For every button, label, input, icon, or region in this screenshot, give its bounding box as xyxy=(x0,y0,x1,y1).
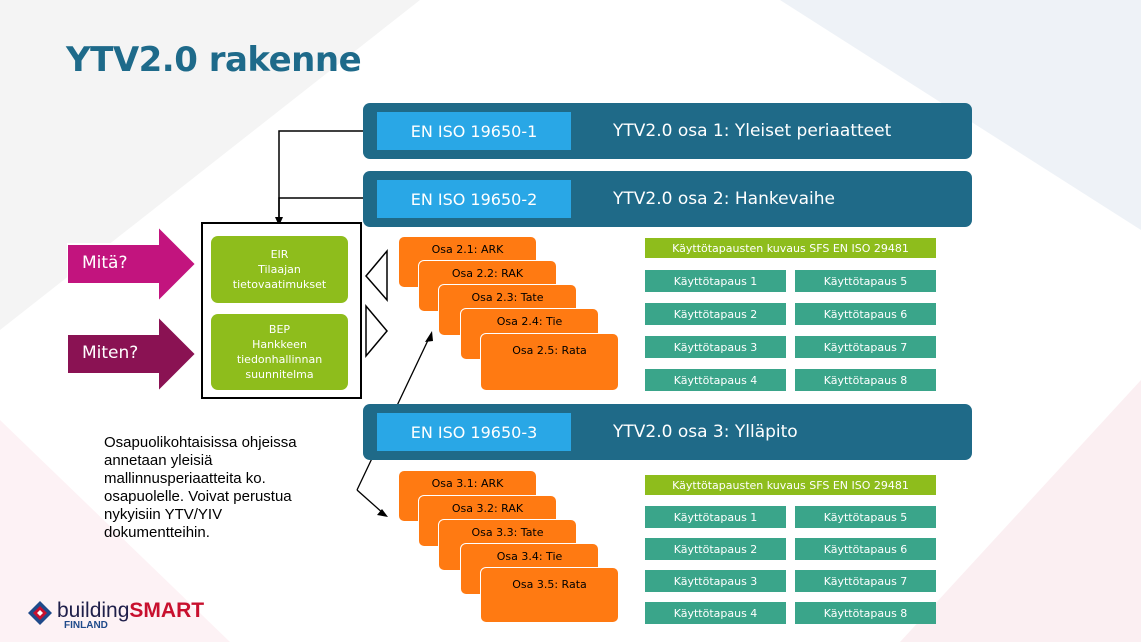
use-case-item: Käyttötapaus 4 xyxy=(645,369,786,391)
eir-line: tietovaatimukset xyxy=(232,278,327,291)
eir-box: EIR Tilaajan tietovaatimukset xyxy=(211,236,348,303)
band-label: YTV2.0 osa 1: Yleiset periaatteet xyxy=(613,121,892,141)
band-label: YTV2.0 osa 2: Hankevaihe xyxy=(613,189,835,209)
use-case-item: Käyttötapaus 8 xyxy=(795,602,936,624)
triangle-left-icon xyxy=(365,248,388,302)
iso-label: EN ISO 19650-1 xyxy=(377,112,571,150)
eir-title: EIR xyxy=(270,248,289,261)
part-card: Osa 2.5: Rata xyxy=(480,333,619,391)
use-case-item: Käyttötapaus 6 xyxy=(795,538,936,560)
arrow-right-icon xyxy=(66,313,198,395)
information-requirements-frame: EIR Tilaajan tietovaatimukset BEP Hankke… xyxy=(201,222,362,399)
bep-box: BEP Hankkeen tiedonhallinnan suunnitelma xyxy=(211,314,348,390)
bep-title: BEP xyxy=(268,323,291,336)
use-case-item: Käyttötapaus 1 xyxy=(645,506,786,528)
use-case-header: Käyttötapausten kuvaus SFS EN ISO 29481 xyxy=(645,238,936,258)
eir-line: Tilaajan xyxy=(258,263,301,276)
band-part-3: EN ISO 19650-3 YTV2.0 osa 3: Ylläpito xyxy=(363,404,972,460)
band-label: YTV2.0 osa 3: Ylläpito xyxy=(613,422,798,442)
arrow-label: Miten? xyxy=(82,343,139,363)
page-title: YTV2.0 rakenne xyxy=(66,40,362,80)
use-case-item: Käyttötapaus 2 xyxy=(645,538,786,560)
explanatory-note: Osapuolikohtaisissa ohjeissa annetaan yl… xyxy=(104,434,297,541)
arrow-right-icon xyxy=(66,223,198,305)
bep-line: Hankkeen xyxy=(252,338,307,351)
use-case-item: Käyttötapaus 7 xyxy=(795,336,936,358)
use-case-item: Käyttötapaus 7 xyxy=(795,570,936,592)
logo-subtitle: FINLAND xyxy=(64,620,108,631)
use-case-item: Käyttötapaus 6 xyxy=(795,303,936,325)
logo-text-light: building xyxy=(57,599,130,622)
logo-text-strong: SMART xyxy=(129,599,205,622)
logo-wordmark: buildingSMART xyxy=(57,600,204,621)
iso-label: EN ISO 19650-3 xyxy=(377,413,571,451)
bep-line: suunnitelma xyxy=(245,368,314,381)
use-case-item: Käyttötapaus 3 xyxy=(645,570,786,592)
buildingsmart-logo-icon xyxy=(28,601,52,625)
use-case-header: Käyttötapausten kuvaus SFS EN ISO 29481 xyxy=(645,475,936,495)
part-card: Osa 3.5: Rata xyxy=(480,567,619,623)
arrow-miten: Miten? xyxy=(66,313,198,395)
iso-label: EN ISO 19650-2 xyxy=(377,180,571,218)
use-case-item: Käyttötapaus 4 xyxy=(645,602,786,624)
use-case-item: Käyttötapaus 8 xyxy=(795,369,936,391)
use-case-item: Käyttötapaus 1 xyxy=(645,270,786,292)
triangle-right-icon xyxy=(365,303,388,359)
arrow-label: Mitä? xyxy=(82,253,128,273)
use-case-item: Käyttötapaus 5 xyxy=(795,270,936,292)
use-case-item: Käyttötapaus 3 xyxy=(645,336,786,358)
use-case-item: Käyttötapaus 5 xyxy=(795,506,936,528)
band-part-1: EN ISO 19650-1 YTV2.0 osa 1: Yleiset per… xyxy=(363,103,972,159)
use-case-item: Käyttötapaus 2 xyxy=(645,303,786,325)
arrow-mita: Mitä? xyxy=(66,223,198,305)
band-part-2: EN ISO 19650-2 YTV2.0 osa 2: Hankevaihe xyxy=(363,171,972,227)
buildingsmart-logo: buildingSMART FINLAND xyxy=(27,600,204,631)
bep-line: tiedonhallinnan xyxy=(236,353,323,366)
